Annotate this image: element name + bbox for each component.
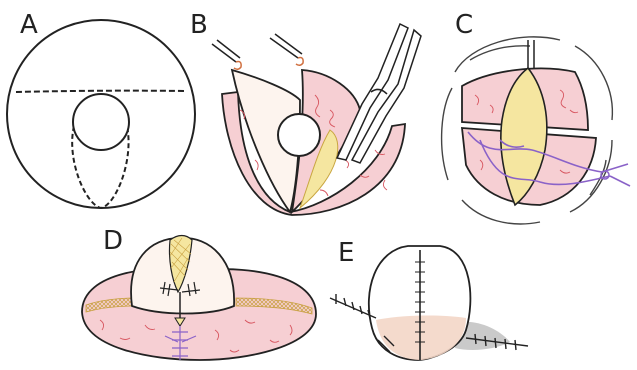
panel-a-inner-circle: [73, 94, 129, 150]
panel-label-c: C: [455, 12, 473, 38]
panel-label-b: B: [190, 12, 208, 38]
panel-label-d: D: [103, 228, 123, 254]
panel-label-e: E: [338, 240, 354, 266]
panel-c-clamp: [528, 40, 534, 68]
panel-a-drawing: [7, 20, 195, 208]
panel-b-drawing: [212, 24, 421, 215]
panel-b-retractor-hooks: [212, 34, 303, 69]
panel-b-inner-circle: [278, 114, 320, 156]
panel-label-a: A: [20, 12, 38, 38]
panel-e-drawing: [330, 246, 528, 360]
panel-c-drawing: [442, 37, 630, 224]
